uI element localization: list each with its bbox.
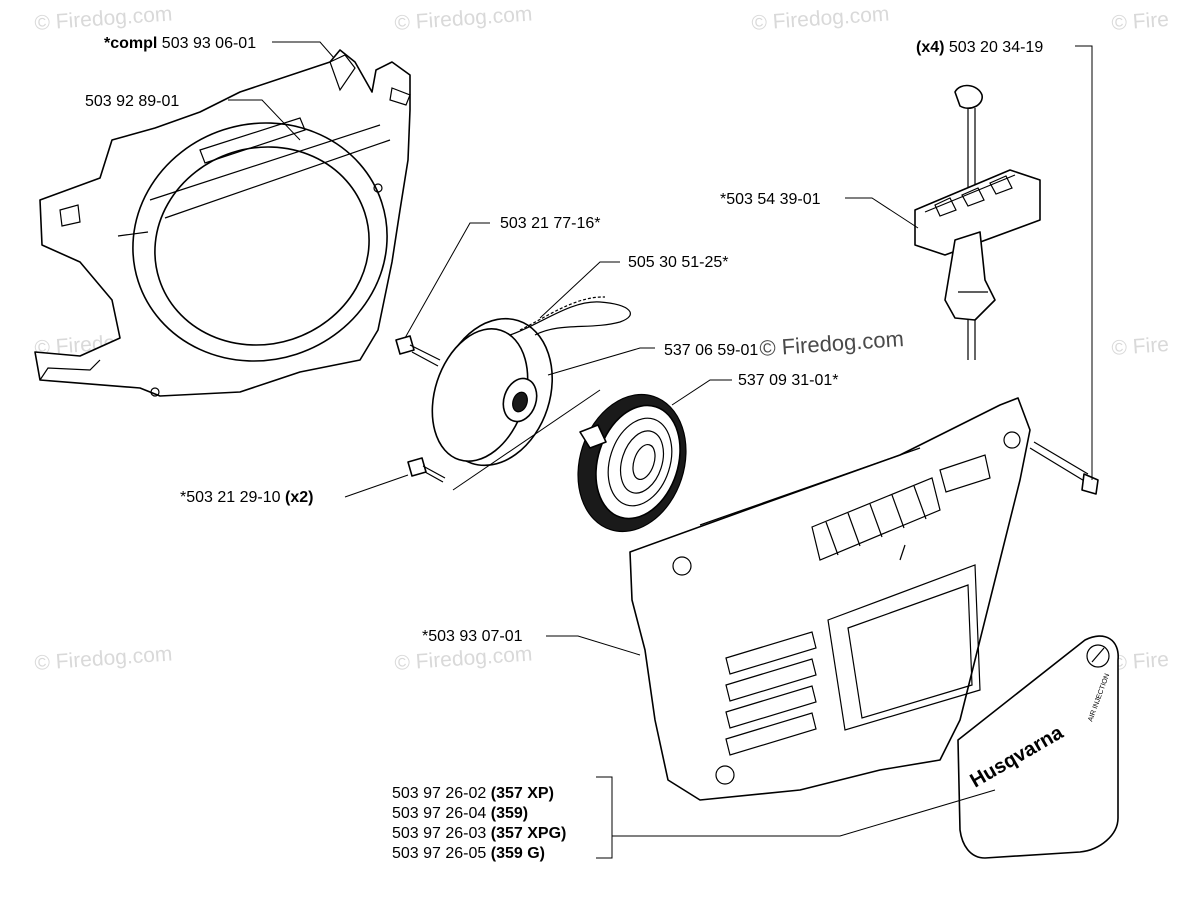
watermark: © Firedog.com — [394, 642, 533, 675]
decal-row: 503 97 26-05 (359 G) — [392, 845, 545, 862]
starter-housing-label: 503 92 89-01 — [85, 93, 179, 110]
watermark: © Fire — [1111, 8, 1170, 35]
starter-handle-part — [914, 84, 1041, 360]
screw-x2-qty: (x2) — [285, 489, 313, 506]
watermark: © Fire — [1111, 333, 1170, 360]
decal-part: Husqvarna AIR INJECTION — [957, 635, 1119, 859]
decal-model: (357 XP) — [491, 785, 554, 802]
decal-number: 503 97 26-02 — [392, 785, 486, 802]
leader-lines — [228, 41, 1093, 859]
compl-label: *compl 503 93 06-01 — [104, 35, 256, 52]
screw-x2-part — [407, 457, 446, 483]
decal-model: (359 G) — [491, 845, 545, 862]
cover-label: *503 93 07-01 — [422, 628, 523, 645]
center-watermark: © Firedog.com — [759, 326, 905, 361]
screw-top-label: 503 21 77-16* — [500, 215, 601, 232]
screw-x4-label: (x4) 503 20 34-19 — [916, 39, 1043, 56]
starter-cord-part — [509, 296, 631, 336]
decal-row: 503 97 26-04 (359) — [392, 805, 528, 822]
decal-number: 503 97 26-03 — [392, 825, 486, 842]
decal-row: 503 97 26-02 (357 XP) — [392, 785, 554, 802]
handle-label: *503 54 39-01 — [720, 191, 821, 208]
recoil-spring-part — [577, 393, 687, 533]
decal-model: (359) — [491, 805, 528, 822]
decal-number: 503 97 26-05 — [392, 845, 486, 862]
decal-row: 503 97 26-03 (357 XPG) — [392, 825, 566, 842]
watermark: © Firedog.com — [751, 2, 890, 35]
cord-label: 505 30 51-25* — [628, 254, 729, 271]
screw-x4-number: 503 20 34-19 — [949, 39, 1043, 56]
starter-housing-part — [34, 49, 411, 397]
watermark: © Firedog.com — [34, 642, 173, 675]
screw-x4-qty: (x4) — [916, 39, 944, 56]
watermark: © Fire — [1111, 648, 1170, 675]
pulley-part — [431, 317, 554, 467]
decal-number: 503 97 26-04 — [392, 805, 486, 822]
screw-top-part — [395, 335, 441, 367]
watermark: © Firedog.com — [394, 2, 533, 35]
compl-prefix: *compl — [104, 35, 157, 52]
label-layer: *compl 503 93 06-01 503 92 89-01 503 21 … — [85, 35, 1043, 862]
decal-model: (357 XPG) — [491, 825, 567, 842]
screw-x2-number: *503 21 29-10 — [180, 489, 281, 506]
pulley-label: 537 06 59-01 — [664, 342, 758, 359]
compl-number: 503 93 06-01 — [162, 35, 256, 52]
screw-x4-part — [1029, 441, 1099, 495]
starter-cover-part — [629, 397, 1031, 801]
screw-x2-label: *503 21 29-10 (x2) — [180, 489, 313, 506]
spring-label: 537 09 31-01* — [738, 372, 839, 389]
watermark: © Firedog.com — [34, 2, 173, 35]
